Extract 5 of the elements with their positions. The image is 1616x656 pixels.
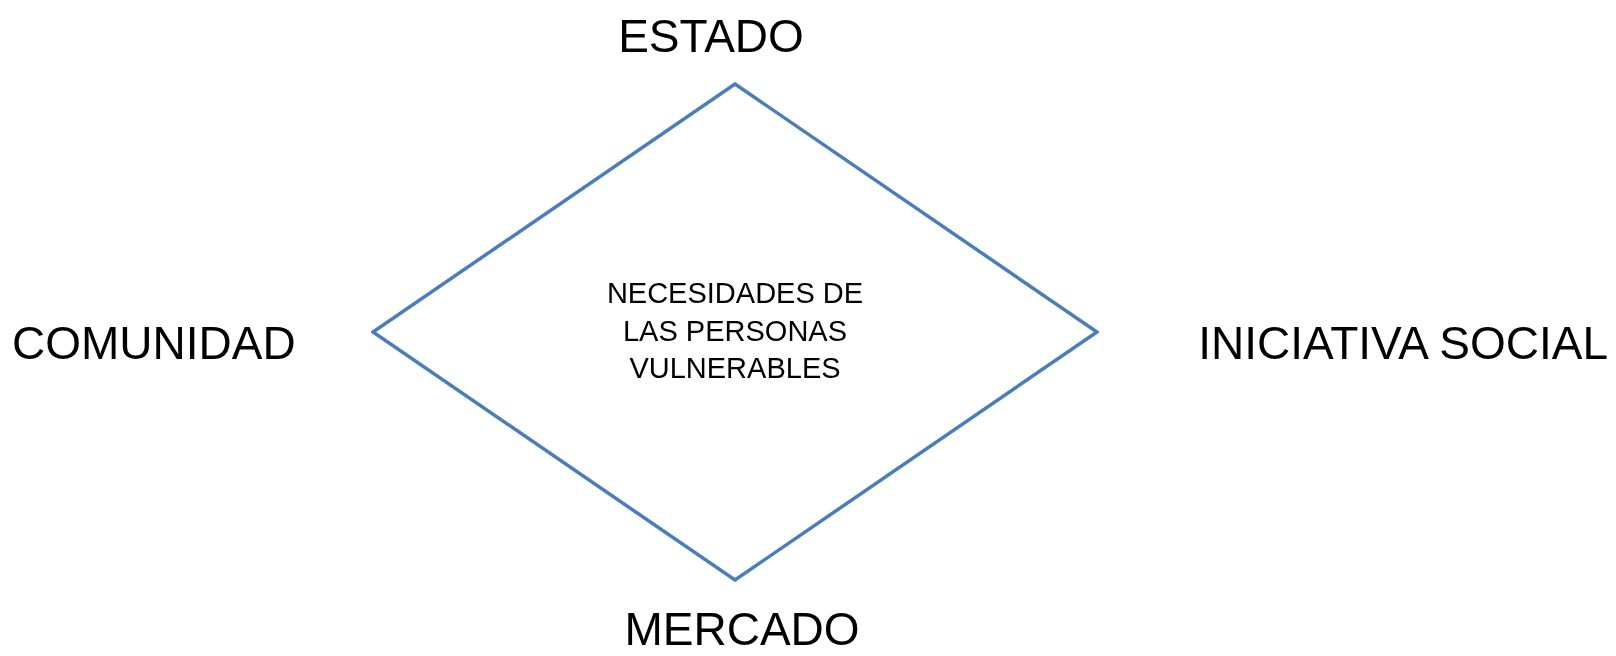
diamond-label: NECESIDADES DE LAS PERSONAS VULNERABLES bbox=[605, 276, 865, 387]
corner-label: ESTADO bbox=[618, 13, 804, 59]
corner-label: COMUNIDAD bbox=[12, 320, 296, 366]
corner-label: MERCADO bbox=[624, 606, 860, 652]
corner-label: INICIATIVA SOCIAL bbox=[1198, 320, 1608, 366]
